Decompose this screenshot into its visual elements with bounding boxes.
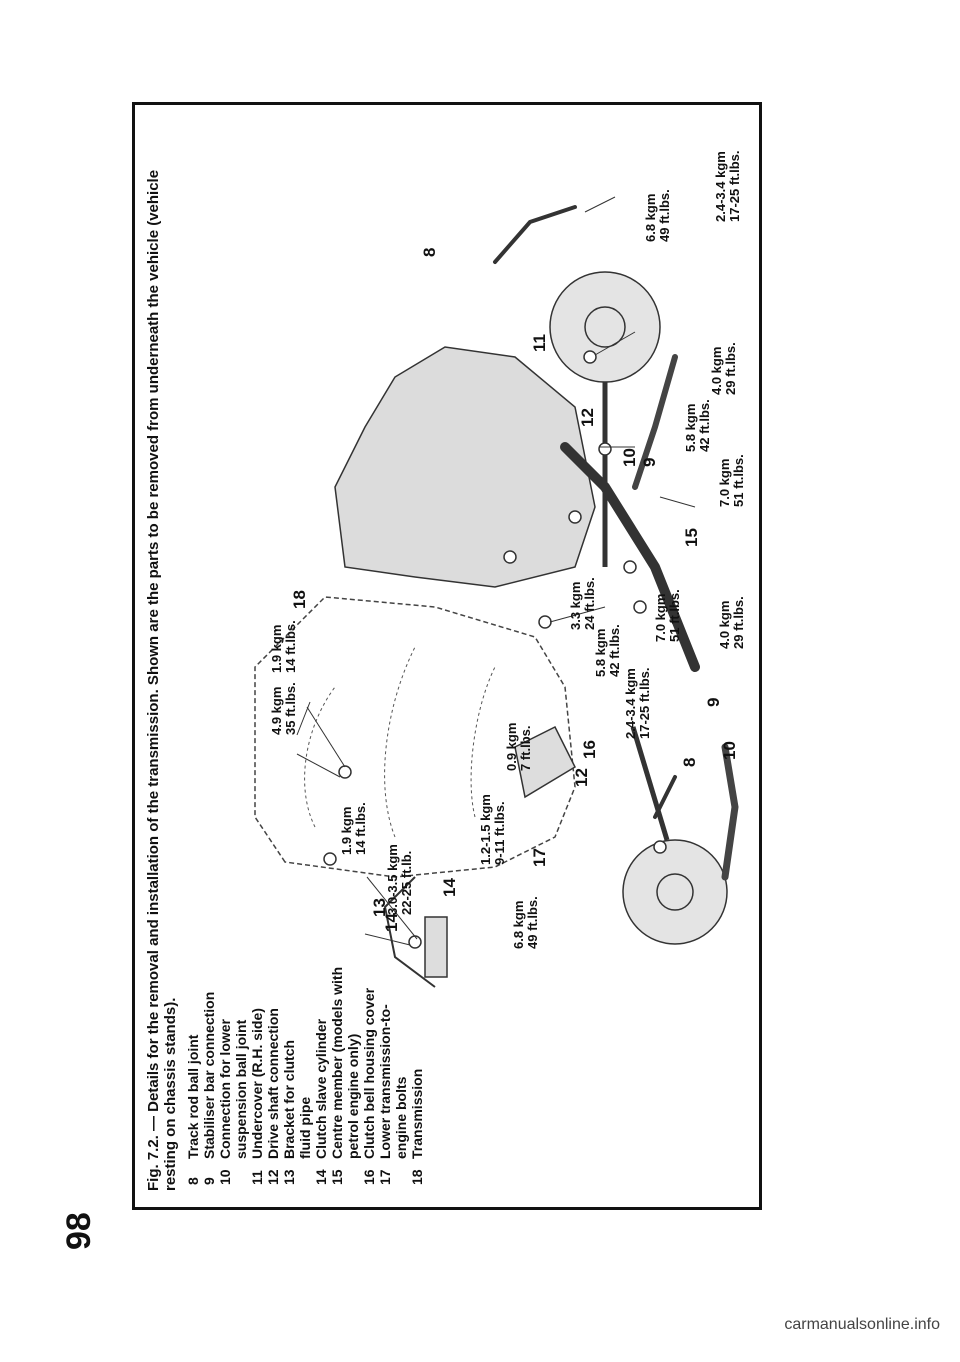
torque-label: 2.4-3.4 kgm [713, 151, 728, 222]
torque-label: 3.3 kgm [568, 582, 583, 630]
bolt-icon [583, 350, 597, 364]
leader-lines [296, 196, 696, 946]
callout-9: 9 [640, 458, 659, 467]
clutch-slave-cylinder-drawing [424, 916, 448, 978]
torque-label: 14 ft.lbs. [283, 620, 298, 673]
callout-10: 10 [620, 448, 639, 467]
centre-member-drawing [560, 442, 700, 672]
watermark-footer: carmanualsonline.info [784, 1316, 940, 1333]
exploded-parts-diagram: 4.9 kgm 35 ft.lbs. 1.9 kgm 14 ft.lbs. 1.… [254, 150, 746, 988]
torque-label: 6.8 kgm [511, 901, 526, 949]
torque-label: 4.0 kgm [709, 347, 724, 395]
torque-label: 24 ft.lbs. [582, 577, 597, 630]
bolt-icon [623, 560, 637, 574]
torque-label: 5.8 kgm [593, 629, 608, 677]
undercover-drawing [334, 346, 596, 588]
torque-label: 29 ft.lbs. [723, 342, 738, 395]
left-drive-shaft-drawing [630, 726, 670, 841]
bolt-icon [568, 510, 582, 524]
torque-label: 22-25 ft.lb. [399, 851, 414, 915]
transmission-detail-drawing [304, 646, 496, 838]
callout-13: 13 [370, 898, 389, 917]
left-hub-center [656, 873, 694, 911]
transmission-housing-drawing [254, 596, 576, 878]
callout-14: 14 [382, 913, 401, 932]
torque-label: 1.9 kgm [339, 807, 354, 855]
right-hub-center [584, 306, 626, 348]
callout-16: 16 [580, 740, 599, 759]
torque-label: 42 ft.lbs. [697, 399, 712, 452]
bell-housing-cover-drawing [514, 725, 576, 799]
torque-label: 5.8 kgm [683, 404, 698, 452]
torque-label: 3.0-3.5 kgm [385, 844, 400, 915]
torque-label: 51 ft.lbs. [731, 454, 746, 507]
figure-rotated-content: Fig. 7.2. — Details for the removal and … [135, 105, 759, 1207]
track-rod-left-drawing [653, 775, 677, 819]
callout-17: 17 [530, 848, 549, 867]
callout-12: 12 [578, 408, 597, 427]
torque-label: 1.2-1.5 kgm [478, 794, 493, 865]
clutch-pipe-drawing [383, 876, 436, 988]
left-lower-arm-drawing [721, 743, 739, 881]
callout-8: 8 [680, 758, 699, 767]
torque-label: 0.9 kgm [504, 723, 519, 771]
bolt-icon [323, 852, 337, 866]
torque-label: 17-25 ft.lbs. [727, 150, 742, 222]
bolt-icon [408, 935, 422, 949]
torque-label: 9-11 ft.lbs. [492, 801, 507, 865]
left-hub-drawing [622, 839, 728, 945]
bolt-icon [503, 550, 517, 564]
callout-15: 15 [682, 528, 701, 547]
callout-18: 18 [290, 590, 309, 609]
bolt-icons [323, 350, 667, 949]
bolt-icon [338, 765, 352, 779]
torque-label: 51 ft.lbs. [667, 589, 682, 642]
torque-label: 7 ft.lbs. [518, 725, 533, 771]
right-hub-drawing [549, 271, 661, 383]
right-lower-arm-drawing [632, 354, 678, 490]
torque-label: 49 ft.lbs. [525, 896, 540, 949]
torque-label: 4.0 kgm [717, 601, 732, 649]
callout-11: 11 [530, 334, 549, 352]
torque-label: 35 ft.lbs. [283, 682, 298, 735]
torque-label: 7.0 kgm [717, 459, 732, 507]
bolt-icon [598, 442, 612, 456]
callout-10: 10 [720, 741, 739, 760]
track-rod-right-drawing [493, 205, 577, 264]
torque-label: 2.4-3.4 kgm [623, 668, 638, 739]
torque-label: 1.9 kgm [269, 625, 284, 673]
torque-label: 7.0 kgm [653, 594, 668, 642]
callout-9: 9 [704, 698, 723, 707]
bolt-icon [653, 840, 667, 854]
torque-label: 4.9 kgm [269, 687, 284, 735]
callout-14: 14 [440, 878, 459, 897]
torque-label: 42 ft.lbs. [607, 624, 622, 677]
torque-label: 49 ft.lbs. [657, 189, 672, 242]
callout-8: 8 [420, 248, 439, 257]
bolt-icon [633, 600, 647, 614]
callout-12: 12 [572, 768, 591, 787]
torque-label: 14 ft.lbs. [353, 802, 368, 855]
torque-label: 6.8 kgm [643, 194, 658, 242]
figure-frame: Fig. 7.2. — Details for the removal and … [132, 102, 762, 1210]
bolt-icon [538, 615, 552, 629]
torque-label: 29 ft.lbs. [731, 596, 746, 649]
page-number: 98 [60, 1212, 98, 1250]
torque-label: 17-25 ft.lbs. [637, 667, 652, 739]
